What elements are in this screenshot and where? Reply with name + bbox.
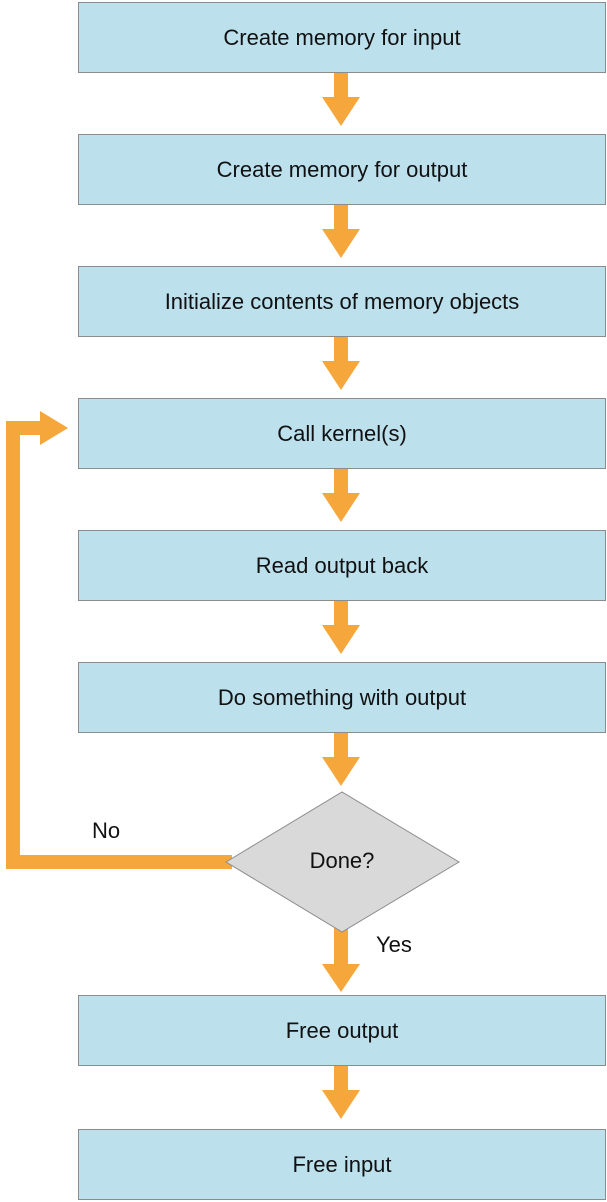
step-call-kernel: Call kernel(s) [78,398,606,469]
step-free-output: Free output [78,995,606,1066]
arrow-down-yes [322,928,360,992]
loop-back-arrow [6,411,232,869]
step-label: Read output back [255,552,429,578]
decision-label: Done? [309,848,375,873]
step-label: Free input [292,1151,392,1177]
arrow-down-7 [322,1066,360,1119]
arrow-down-3 [322,337,360,390]
step-free-input: Free input [78,1129,606,1200]
step-initialize-contents: Initialize contents of memory objects [78,266,606,337]
yes-label: Yes [376,932,412,957]
arrow-down-1 [322,73,360,126]
step-label: Create memory for input [223,24,461,50]
step-create-input: Create memory for input [78,2,606,73]
step-label: Create memory for output [216,156,468,182]
arrow-down-5 [322,601,360,654]
step-create-output: Create memory for output [78,134,606,205]
step-read-output: Read output back [78,530,606,601]
step-label: Free output [285,1017,399,1043]
no-label: No [92,818,121,843]
step-do-something: Do something with output [78,662,606,733]
arrow-down-2 [322,205,360,258]
arrow-down-4 [322,469,360,522]
step-label: Do something with output [217,684,467,710]
arrow-down-6 [322,733,360,786]
step-label: Initialize contents of memory objects [164,288,520,314]
decision-diamond [225,791,460,933]
step-label: Call kernel(s) [277,420,407,446]
